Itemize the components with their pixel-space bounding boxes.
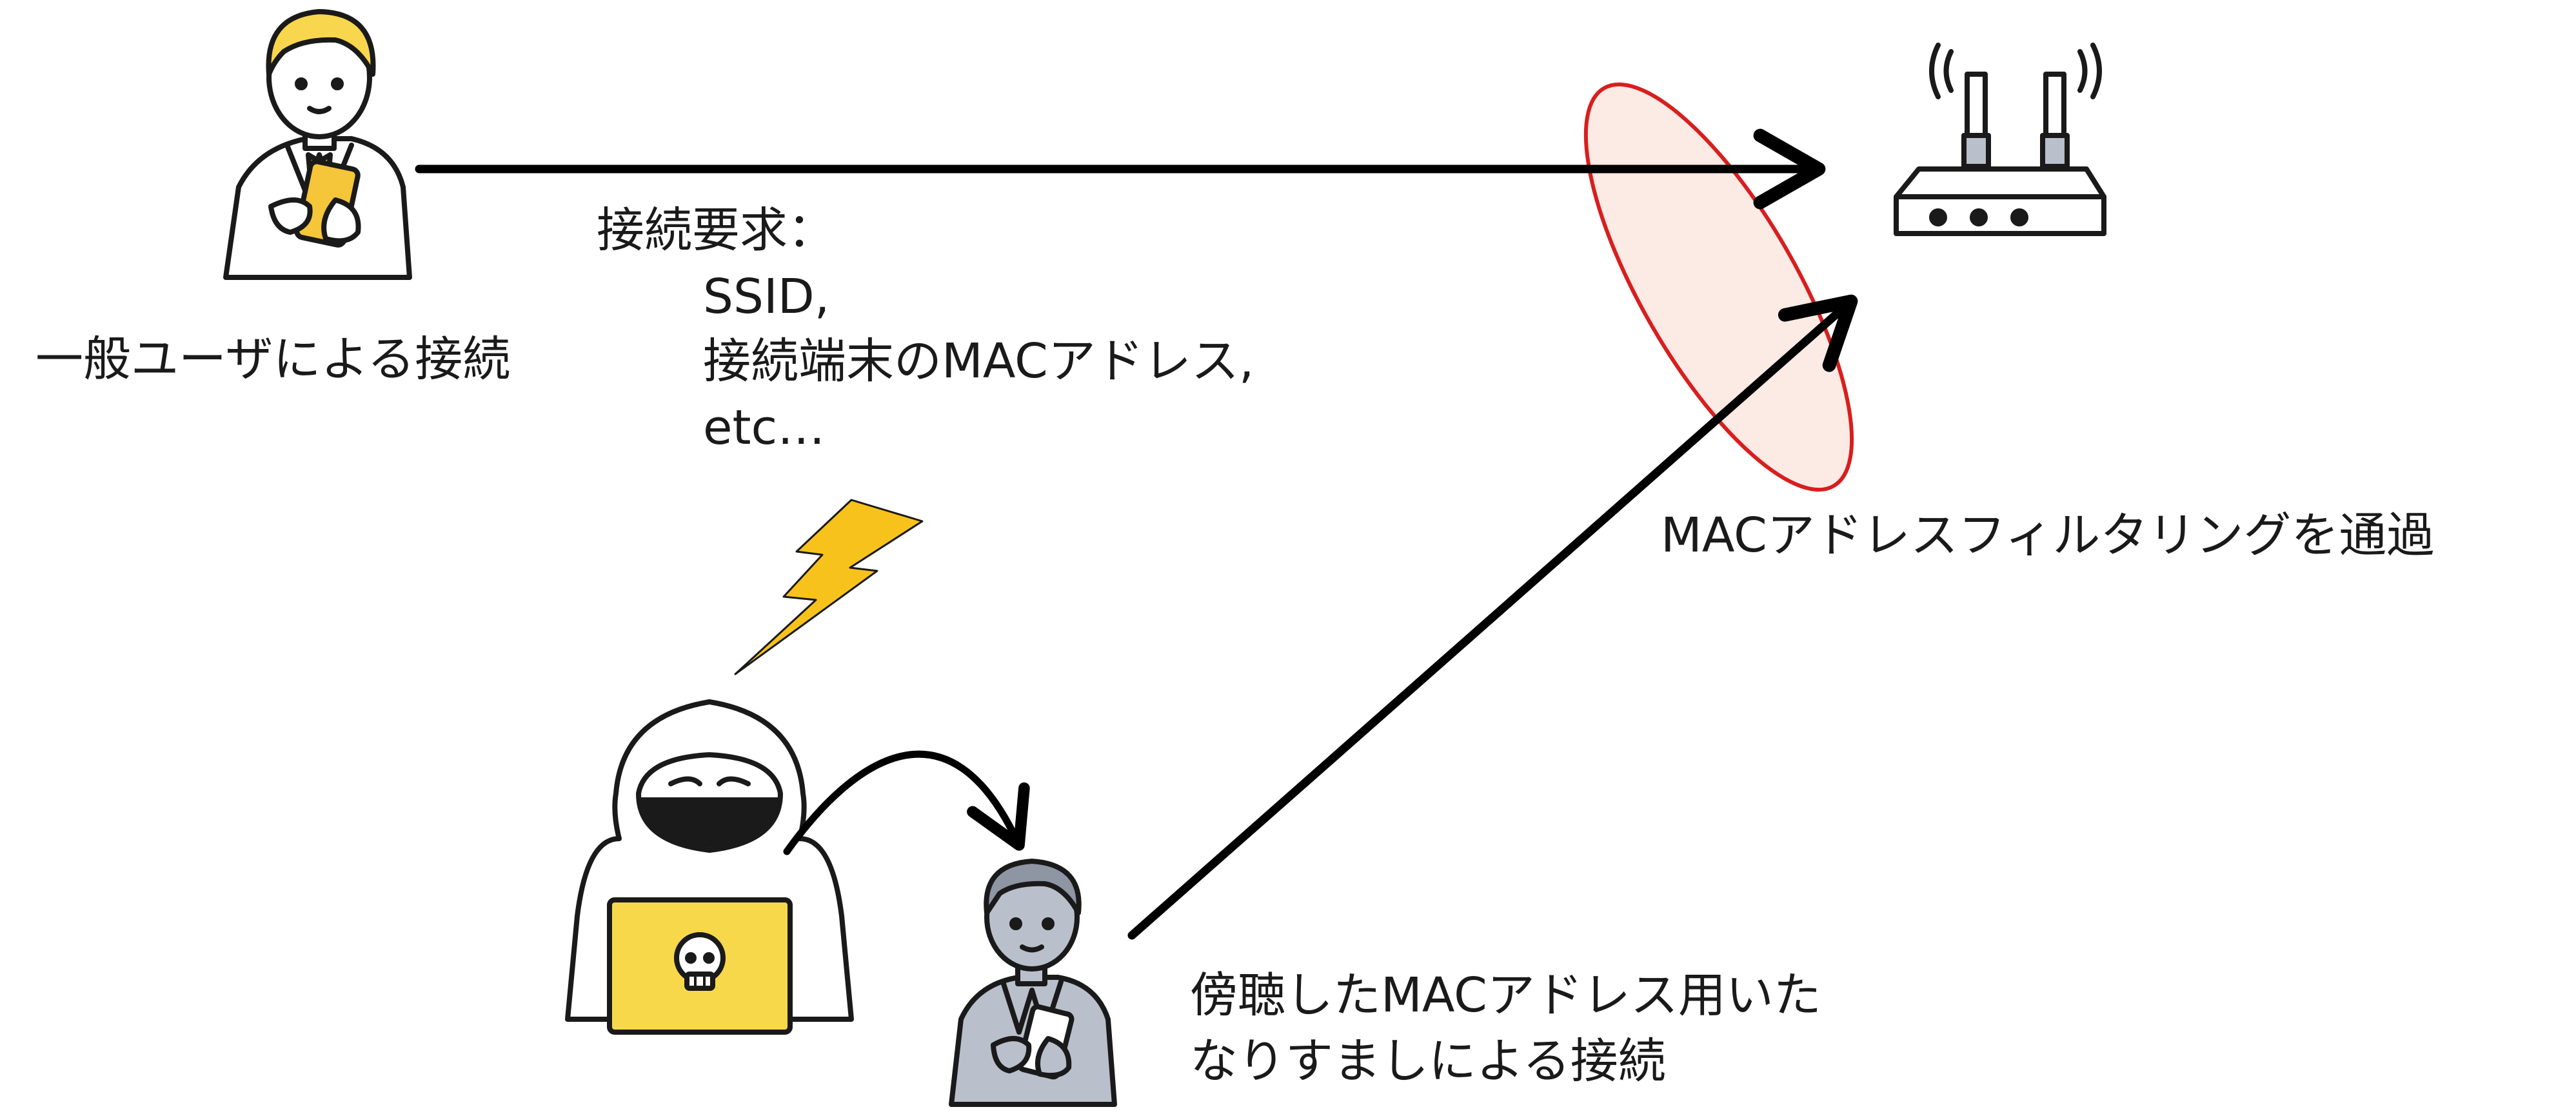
user-connection-label: 一般ユーザによる接続 — [35, 332, 510, 387]
person-with-smartphone-icon — [223, 9, 412, 280]
impersonation-curve-arrow — [783, 750, 1030, 855]
request-title: 接続要求： — [597, 203, 835, 258]
lightning-bolt-icon — [734, 499, 924, 675]
spoof-label-line-1: 傍聴したMACアドレス用いた — [1190, 968, 1821, 1023]
spoof-connection-arrow — [1127, 294, 1858, 940]
request-item-mac: 接続端末のMACアドレス, — [703, 334, 1254, 389]
filter-pass-label: MACアドレスフィルタリングを通過 — [1661, 508, 2434, 563]
mac-filter-zone — [1583, 82, 1854, 492]
spoof-label-line-2: なりすましによる接続 — [1190, 1033, 1666, 1089]
request-item-ssid: SSID, — [703, 269, 829, 324]
request-item-etc: etc… — [703, 400, 825, 455]
wifi-router-icon — [1894, 43, 2106, 236]
hooded-hacker-icon — [565, 699, 854, 1035]
impersonated-person-icon — [949, 859, 1117, 1107]
